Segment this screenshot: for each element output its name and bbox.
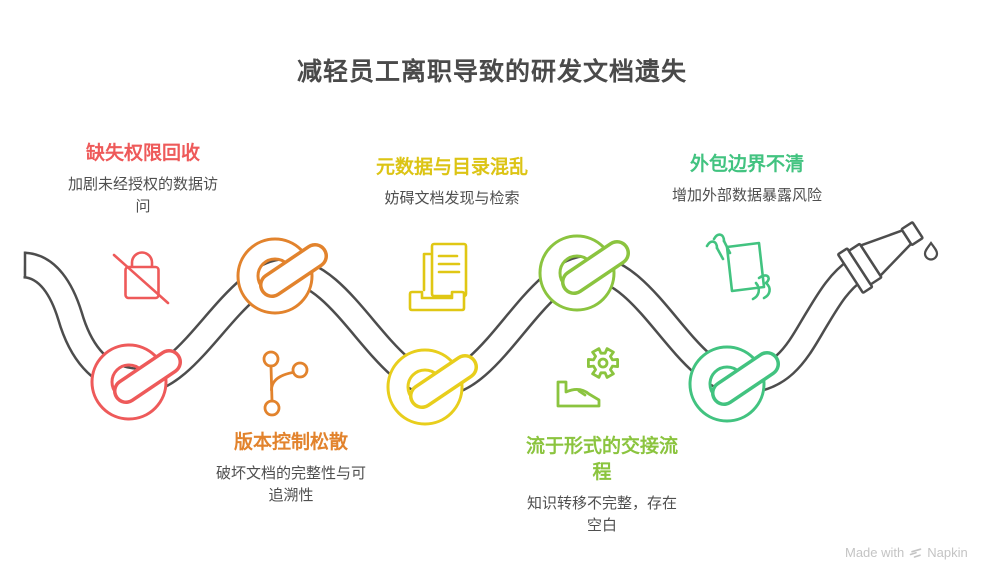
knot-version-control — [236, 237, 328, 315]
document-tray-icon — [408, 242, 468, 312]
knot-outsourcing-boundary — [688, 345, 780, 423]
section-title: 流于形式的交接流 程 — [525, 436, 678, 483]
section-loose-version-control: 版本控制松散 破坏文档的完整性与可 追溯性 — [191, 430, 391, 507]
knot-missing-permission — [90, 343, 182, 421]
napkin-brand-text: Napkin — [927, 545, 968, 560]
knot-formalistic-handover — [538, 234, 630, 312]
section-description: 增加外部数据暴露风险 — [671, 187, 822, 204]
section-title: 元数据与目录混乱 — [375, 157, 528, 178]
water-drop-icon — [923, 241, 939, 261]
section-outsourcing-boundary-unclear: 外包边界不清 增加外部数据暴露风险 — [647, 152, 847, 207]
knot-metadata-chaos — [386, 348, 478, 426]
section-description: 知识转移不完整，存在 空白 — [526, 495, 677, 534]
section-description: 破坏文档的完整性与可 追溯性 — [215, 465, 366, 504]
page-title: 减轻员工离职导致的研发文档遗失 — [296, 58, 687, 86]
section-metadata-catalog-chaos: 元数据与目录混乱 妨碍文档发现与检索 — [352, 155, 552, 210]
made-with-napkin-footer: Made with Napkin — [845, 545, 968, 560]
hands-document-icon — [705, 233, 771, 301]
section-description: 加剧未经授权的数据访 问 — [67, 176, 218, 215]
section-missing-permission-recovery: 缺失权限回收 加剧未经授权的数据访 问 — [43, 141, 243, 218]
git-branch-icon — [262, 350, 309, 417]
made-with-text: Made with — [845, 545, 905, 560]
section-formalistic-handover: 流于形式的交接流 程 知识转移不完整，存在 空白 — [502, 434, 702, 537]
hose-nozzle — [837, 221, 924, 294]
section-title: 版本控制松散 — [233, 432, 348, 453]
footstep-icon — [556, 380, 601, 408]
section-description: 妨碍文档发现与检索 — [384, 190, 520, 207]
footstep-gear-icon — [556, 347, 619, 408]
section-title: 外包边界不清 — [689, 154, 804, 175]
section-title: 缺失权限回收 — [85, 143, 200, 164]
gear-icon — [587, 347, 619, 379]
lock-slash-icon — [112, 251, 170, 305]
napkin-logo-icon — [909, 548, 922, 558]
